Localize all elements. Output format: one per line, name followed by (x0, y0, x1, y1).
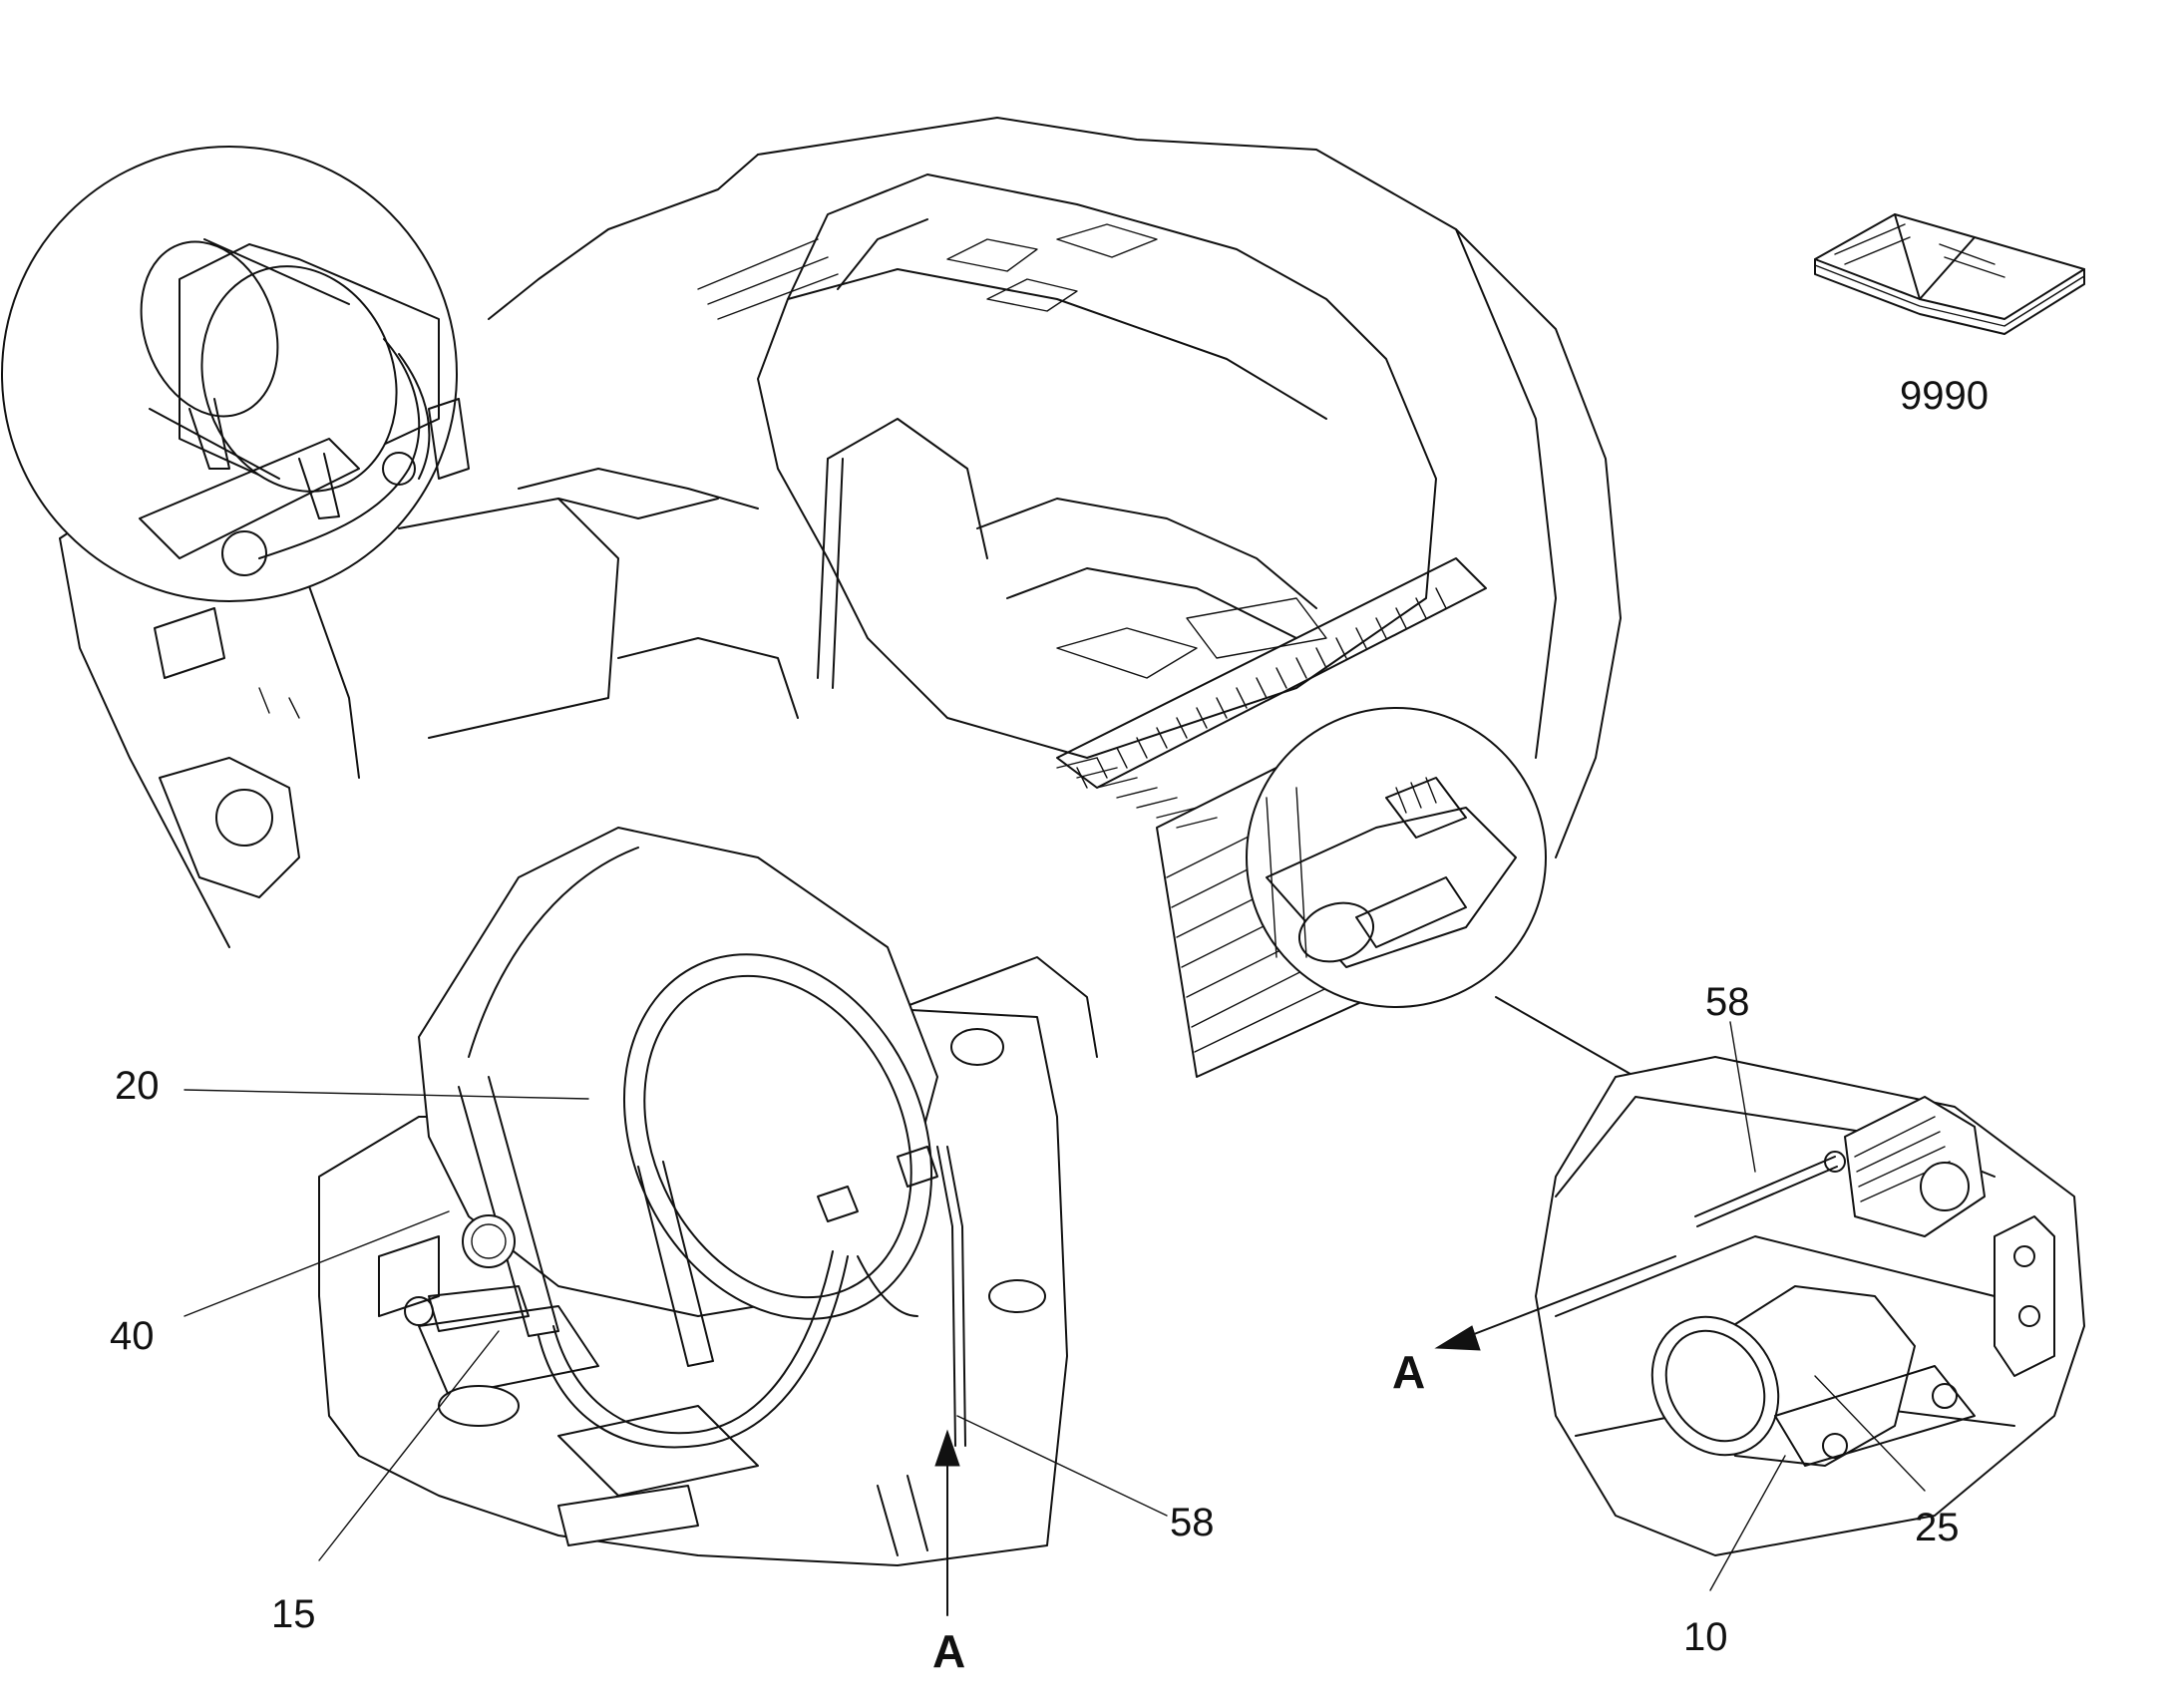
callout-25: 25 (1915, 1506, 1960, 1549)
callout-40: 40 (110, 1314, 155, 1358)
detail-view-bottom-right (1535, 1056, 2085, 1556)
view-arrow-a-right (1434, 1255, 1676, 1351)
view-marker-a-bottom: A (932, 1625, 965, 1677)
view-marker-a-right: A (1392, 1346, 1425, 1398)
leader-lines (183, 1021, 1926, 1591)
view-arrow-a-bottom (934, 1429, 960, 1616)
callout-20: 20 (115, 1064, 160, 1108)
detail-view-mid-right (1246, 707, 1636, 1128)
callout-9990: 9990 (1900, 374, 1989, 418)
open-book-icon (1814, 213, 2085, 335)
detail-view-bottom-left (318, 827, 1068, 1566)
callout-58-left: 58 (1170, 1501, 1215, 1544)
callout-58-right: 58 (1705, 980, 1750, 1024)
detail-view-top-left (1, 146, 470, 602)
callout-10: 10 (1683, 1615, 1728, 1659)
callout-15: 15 (271, 1592, 316, 1636)
